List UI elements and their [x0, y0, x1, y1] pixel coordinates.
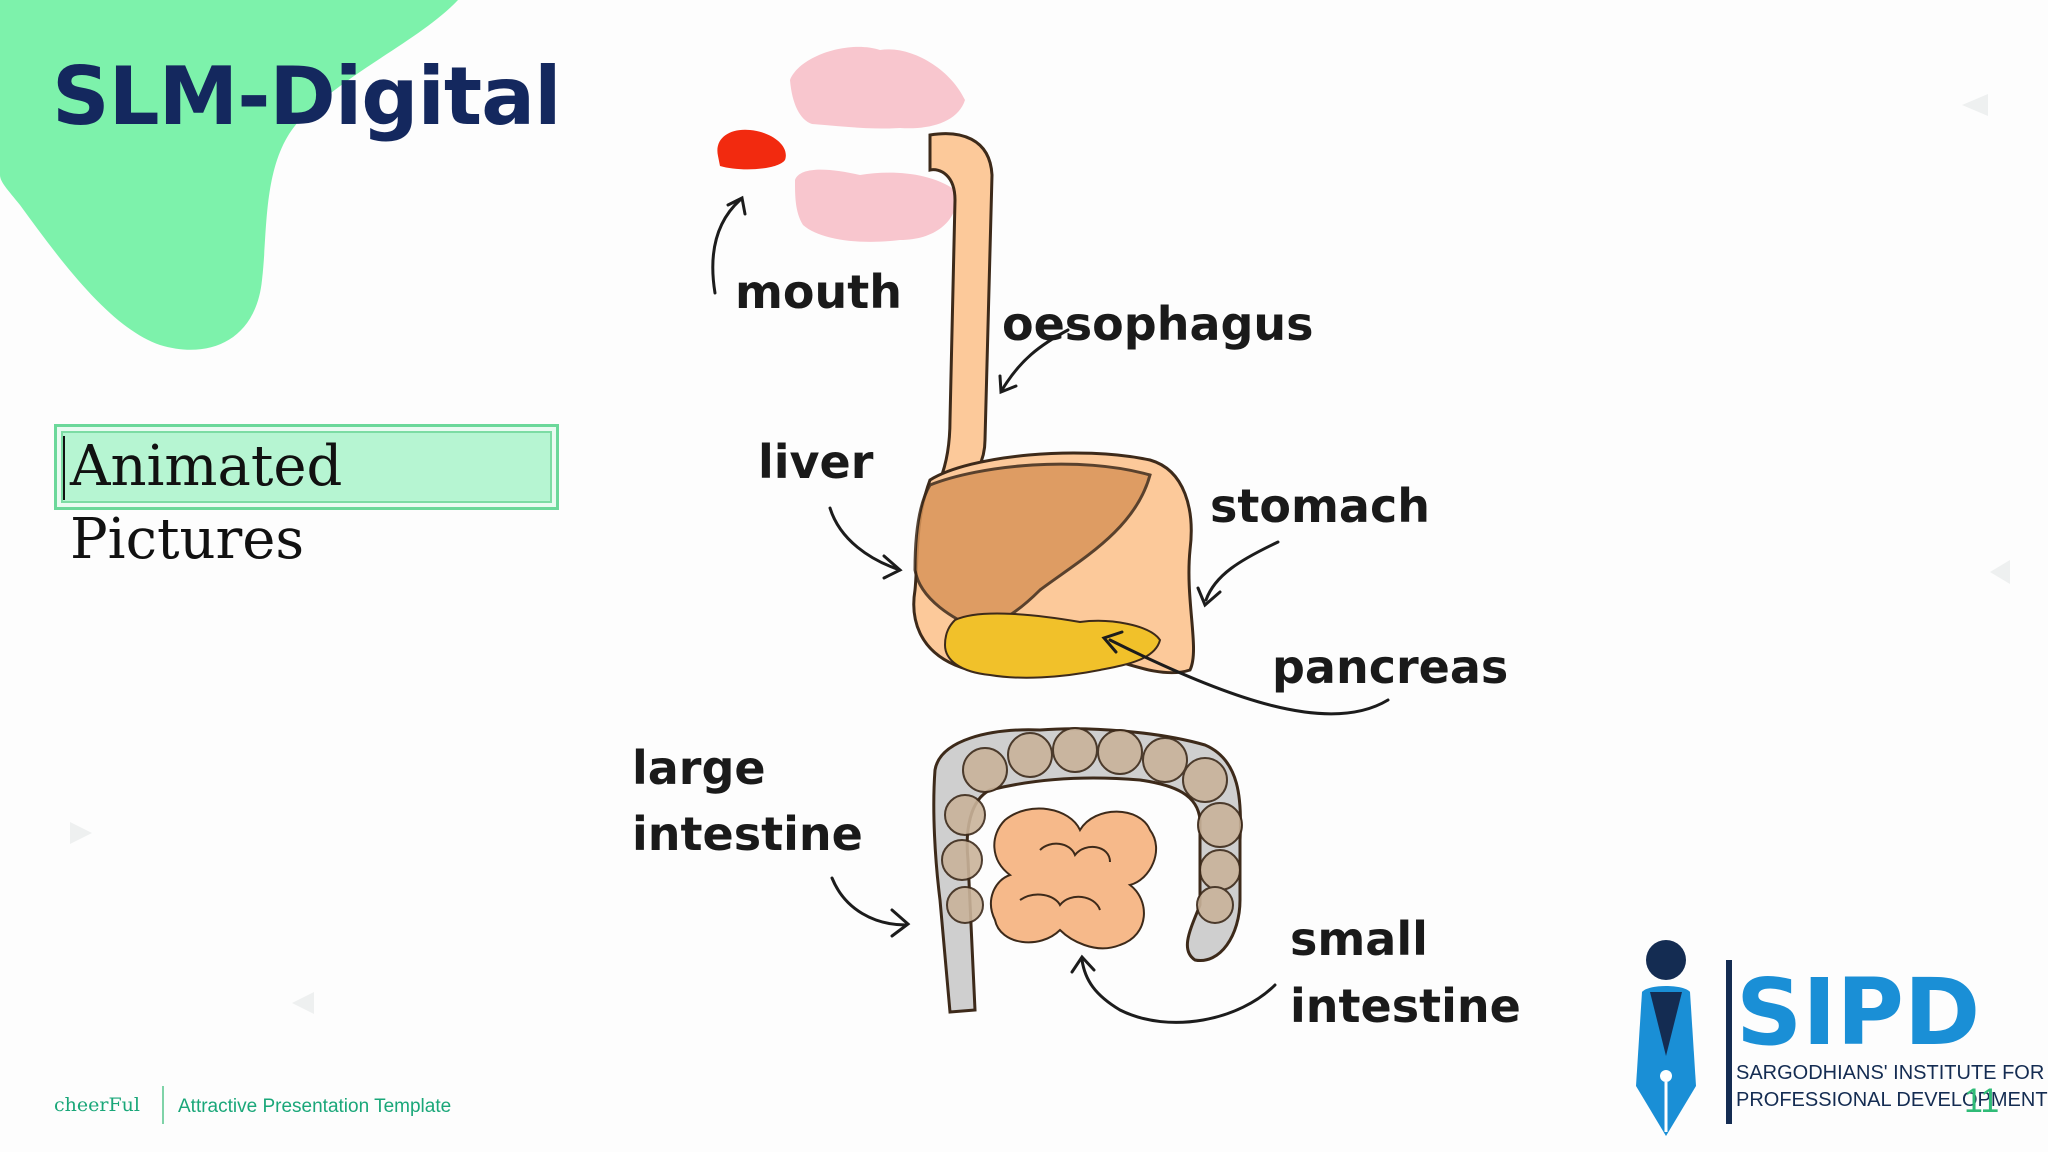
label-arrows — [711, 195, 1390, 1024]
logo-divider — [1726, 960, 1732, 1124]
decorative-triangle — [1962, 94, 1988, 116]
subtitle-text[interactable]: Animated Pictures — [70, 434, 343, 572]
large-intestine-shape — [932, 727, 1243, 1014]
decorative-green-blob — [0, 0, 458, 350]
subtitle-highlight-box[interactable] — [54, 424, 559, 510]
label-liver: liver — [758, 435, 874, 489]
label-small-intestine: intestine — [1290, 979, 1521, 1033]
label-large: large — [632, 741, 766, 795]
slide-title: SLM-Digital — [52, 50, 562, 143]
page-number: 11 — [1964, 1082, 2000, 1120]
digestive-system-diagram: mouth oesophagus liver stomach pancreas … — [632, 46, 1521, 1033]
label-small: small — [1290, 912, 1428, 966]
lower-lip-shape — [795, 169, 957, 242]
logo-line-1: SARGODHIANS' INSTITUTE FOR — [1736, 1062, 2044, 1084]
label-mouth: mouth — [735, 265, 902, 319]
liver-shape — [913, 462, 1152, 632]
small-intestine-shape — [990, 807, 1157, 950]
pancreas-shape — [943, 612, 1162, 679]
logo-name: SIPD — [1736, 959, 1980, 1066]
decorative-triangle — [70, 822, 92, 844]
logo-line-2: PROFESSIONAL DEVELOPMENT — [1736, 1089, 2048, 1111]
text-cursor — [63, 436, 65, 500]
label-oesophagus: oesophagus — [1002, 297, 1314, 351]
decorative-triangle — [1990, 560, 2010, 584]
decorative-triangle — [292, 992, 314, 1014]
pen-nib-icon — [1636, 940, 1696, 1136]
label-stomach: stomach — [1210, 479, 1430, 533]
upper-lip-shape — [790, 46, 965, 129]
footer-brand: cheerFul — [54, 1094, 140, 1116]
colon-texture — [941, 727, 1243, 924]
label-pancreas: pancreas — [1272, 640, 1508, 694]
footer-divider — [162, 1086, 164, 1124]
tongue-shape — [717, 129, 786, 170]
footer-tagline: Attractive Presentation Template — [178, 1096, 452, 1117]
label-large-intestine: intestine — [632, 807, 863, 861]
sipd-logo: SIPD SARGODHIANS' INSTITUTE FOR PROFESSI… — [1636, 940, 2048, 1136]
